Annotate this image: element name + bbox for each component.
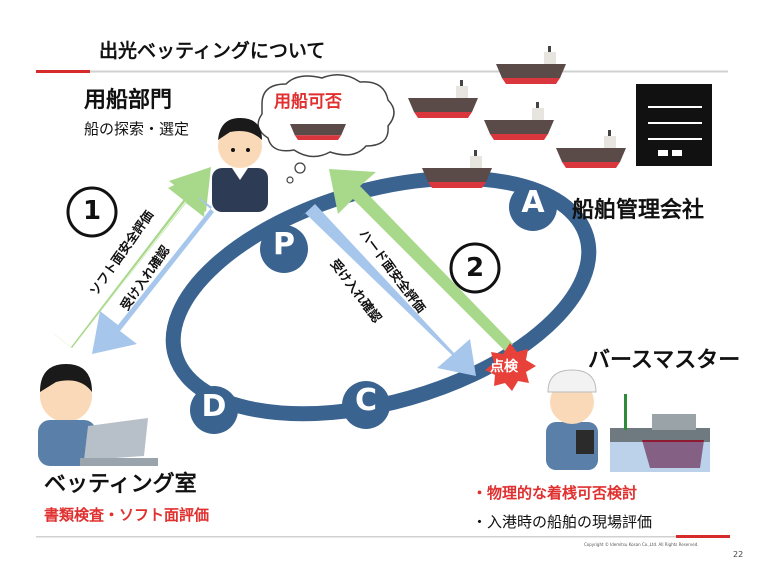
company-building-icon	[636, 84, 712, 166]
thought-bubble	[257, 74, 395, 184]
purchasing-label: 用船部門	[84, 88, 173, 113]
berth-master-item: ・物理的な着桟可否検討	[472, 484, 638, 502]
step-2-number: 2	[465, 253, 485, 283]
vetting-room-subtitle: 書類検査・ソフト面評価	[44, 506, 210, 524]
step-2-circle	[449, 242, 501, 294]
ship-management-label: 船舶管理会社	[572, 198, 705, 223]
tanker-ship-icons	[290, 46, 626, 188]
node-d-label: D	[201, 389, 227, 424]
footer-rule	[36, 535, 730, 538]
purchasing-subtitle: 船の探索・選定	[84, 120, 190, 138]
berth-master-icon	[546, 369, 598, 470]
node-p-label: P	[273, 227, 295, 262]
ship-at-berth-icon	[610, 394, 710, 472]
node-d-circle	[190, 386, 238, 434]
businessman-icon	[212, 118, 268, 212]
hard-eval-arrow-shape	[329, 169, 513, 357]
step-1-circle	[66, 186, 118, 238]
step-1-number: 1	[82, 196, 102, 226]
inspection-badge-label: 点検	[490, 359, 518, 375]
copyright-text: Copyright © Idemitsu Kosan Co.,Ltd. All …	[584, 542, 699, 547]
title-underline	[36, 70, 728, 73]
node-p-circle	[260, 225, 308, 273]
thought-bubble-text: 用船可否	[274, 92, 342, 112]
inspection-badge-star	[485, 343, 536, 391]
soft-eval-arrow-shape	[53, 167, 211, 348]
page-number: 22	[733, 550, 744, 559]
vetting-room-label: ベッティング室	[44, 472, 197, 497]
node-a-label: A	[521, 185, 545, 220]
node-a-circle	[509, 183, 557, 231]
berth-master-item: ・入港時の船舶の現場評価	[472, 513, 653, 531]
vetting-staff-icon	[38, 364, 158, 466]
page-title: 出光ベッティングについて	[99, 40, 326, 62]
accept-right-arrow-shape	[300, 204, 476, 376]
node-c-circle	[342, 381, 390, 429]
node-c-label: C	[354, 383, 378, 418]
accept-left-arrow-shape	[92, 197, 214, 354]
berth-master-label: バースマスター	[588, 348, 741, 373]
